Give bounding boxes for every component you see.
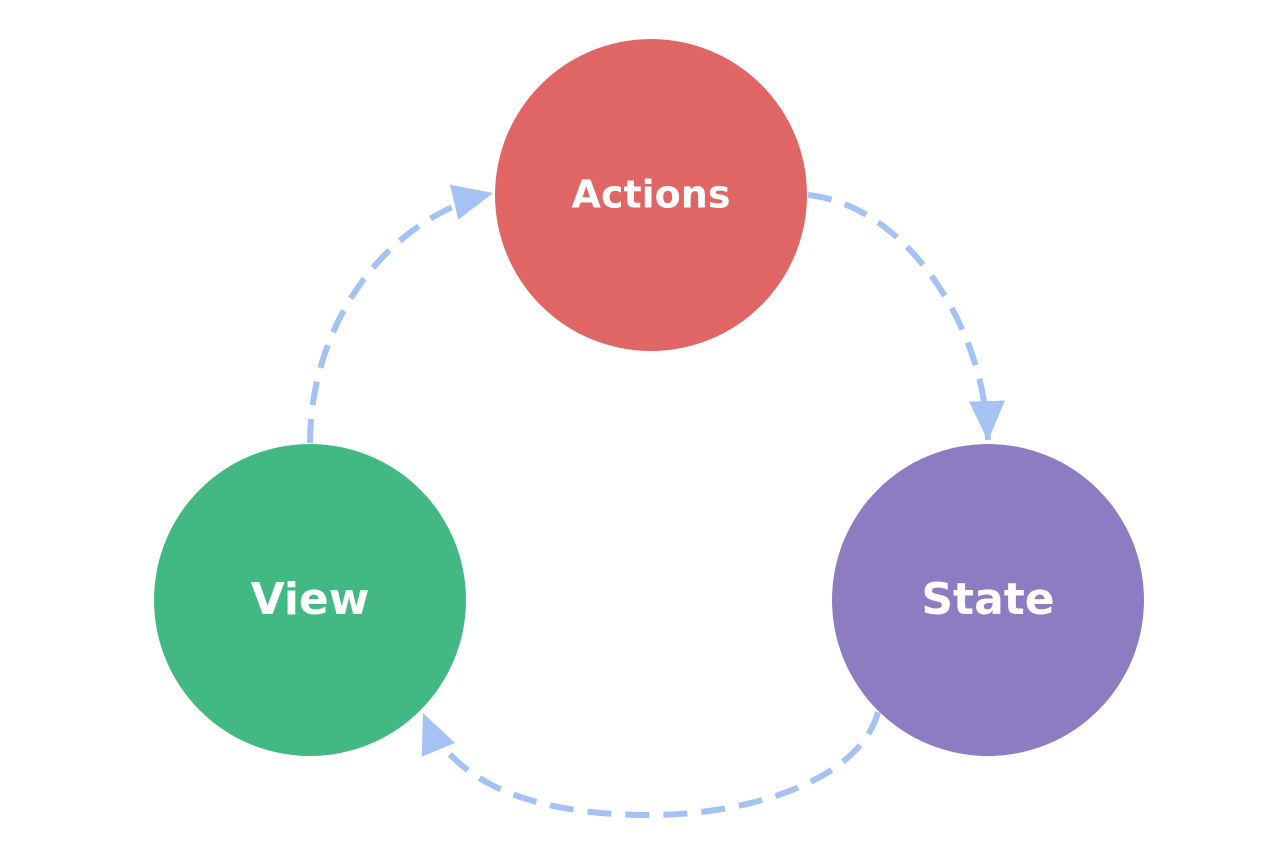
node-state-circle	[832, 444, 1144, 756]
edge-view-to-actions	[307, 184, 494, 444]
node-actions-label: Actions	[572, 173, 731, 217]
node-view-circle	[154, 444, 466, 756]
node-state: State	[832, 444, 1144, 756]
node-view-label: View	[251, 574, 370, 625]
node-actions: Actions	[495, 39, 807, 351]
edge-state-to-view	[420, 711, 881, 819]
edge-actions-to-state	[807, 192, 1005, 442]
node-actions-circle	[495, 39, 807, 351]
node-view: View	[154, 444, 466, 756]
node-state-label: State	[921, 574, 1054, 625]
